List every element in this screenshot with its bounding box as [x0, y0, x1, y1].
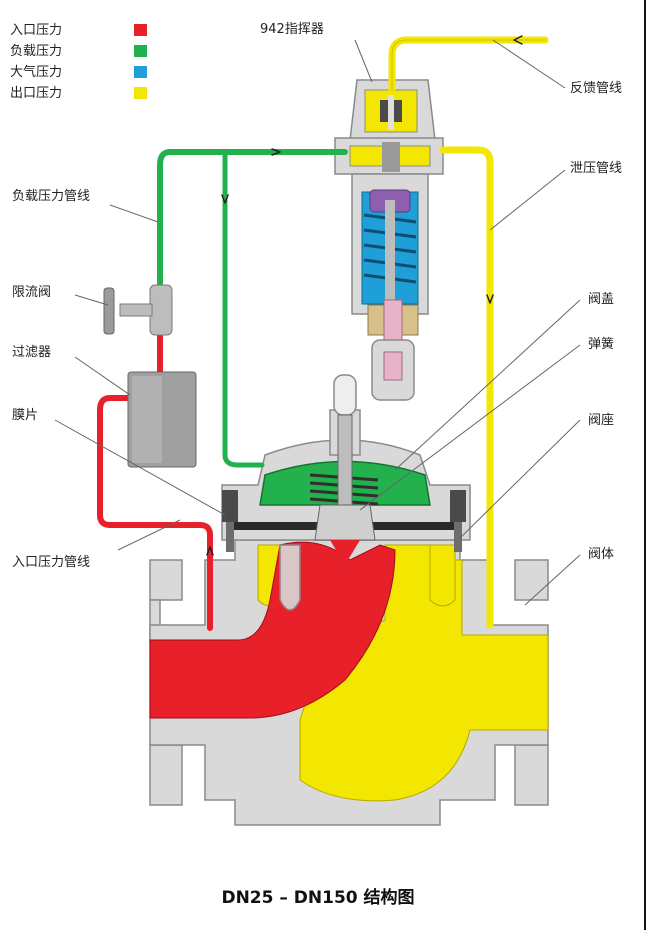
throttle-valve: [103, 284, 173, 336]
legend-swatch-atmos: [134, 66, 147, 78]
leader-lines: [54, 39, 581, 606]
label-bonnet: 阀盖: [588, 292, 614, 307]
legend-label-outlet: 出口压力: [10, 86, 62, 101]
legend-label-atmos: 大气压力: [10, 64, 62, 80]
bonnet-chamber: [222, 414, 466, 565]
label-diaphragm: 膜片: [12, 408, 38, 423]
label-throttle-valve: 限流阀: [12, 285, 51, 300]
label-spring: 弹簧: [588, 336, 614, 352]
label-load-line: 负载压力管线: [12, 189, 90, 204]
legend-swatch-load: [134, 45, 147, 57]
inlet-flow: [149, 541, 396, 719]
pipework: [97, 35, 549, 631]
label-feedback-line: 反馈管线: [570, 81, 622, 96]
label-valve-body: 阀体: [588, 547, 614, 562]
legend: 入口压力 负载压力 大气压力 出口压力: [10, 23, 147, 101]
pilot-regulator: [334, 79, 444, 401]
label-filter: 过滤器: [12, 345, 51, 360]
label-pilot: 942指挥器: [260, 22, 324, 37]
label-relief-line: 泄压管线: [570, 161, 622, 176]
label-seat: 阀座: [588, 413, 614, 428]
legend-label-load: 负载压力: [10, 44, 62, 59]
filter: [127, 371, 197, 468]
diagram-caption: DN25 – DN150 结构图: [221, 887, 414, 908]
legend-swatch-outlet: [134, 87, 147, 99]
legend-label-inlet: 入口压力: [10, 23, 62, 38]
legend-swatch-inlet: [134, 24, 147, 36]
label-inlet-line: 入口压力管线: [12, 555, 90, 570]
